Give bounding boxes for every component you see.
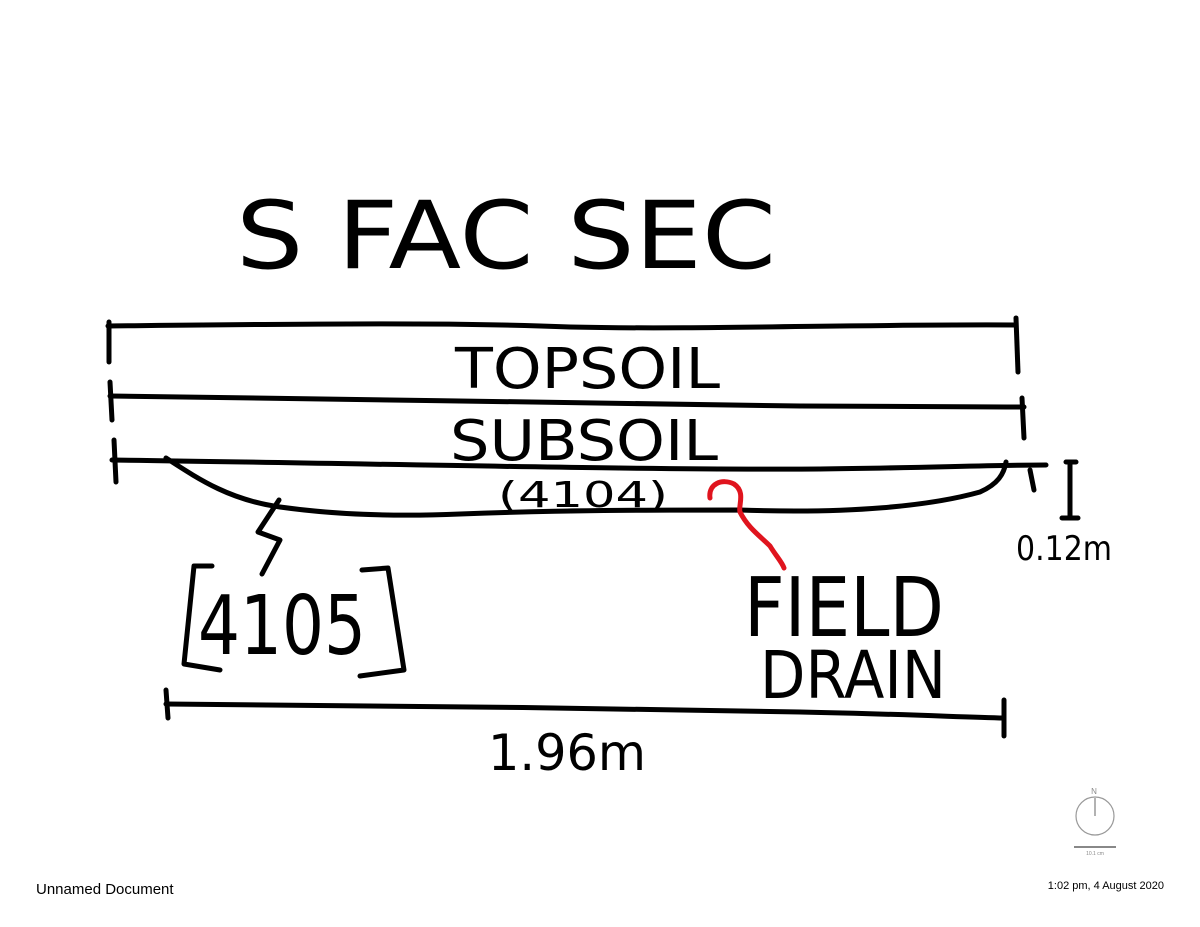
field-drain-leader [707,479,787,571]
cut-label-right-bracket [357,565,407,679]
left-tick-mid [107,379,115,423]
timestamp: 1:02 pm, 4 August 2020 [1047,880,1164,892]
depth-leader [1027,467,1037,493]
width-dimension-line [163,701,1007,721]
depth-label: 0.12m [1016,529,1112,569]
scale-bar-label: 10.1 cm [1086,851,1104,857]
drawing-title: S FAC SEC [236,182,776,291]
field-drain-label-line2: DRAIN [760,637,946,714]
cut-context-digits: 4105 [198,579,366,674]
topsoil-subsoil-boundary [107,393,1027,410]
right-tick-top [1013,315,1021,375]
compass-north-label: N [1091,787,1097,796]
compass-circle [1075,796,1115,836]
cut-label-left-bracket [181,563,223,673]
width-label: 1.96m [488,724,646,782]
depth-dimension-line [1059,459,1081,521]
compass: N 10.1 cm [1074,787,1116,857]
topsoil-top-line [105,321,1019,331]
subsoil-label: SUBSOIL [450,409,718,474]
right-tick-mid [1019,395,1027,441]
cut-profile [163,455,1009,518]
width-tick-left [163,687,171,721]
field-drain-label-line1: FIELD [744,561,944,656]
subsoil-base-line [109,457,1049,472]
document-name: Unnamed Document [36,881,174,898]
cut-leader [255,497,283,577]
left-tick-bottom [111,437,119,485]
topsoil-label: TOPSOIL [454,337,720,402]
fill-context-label: (4104) [498,475,668,516]
